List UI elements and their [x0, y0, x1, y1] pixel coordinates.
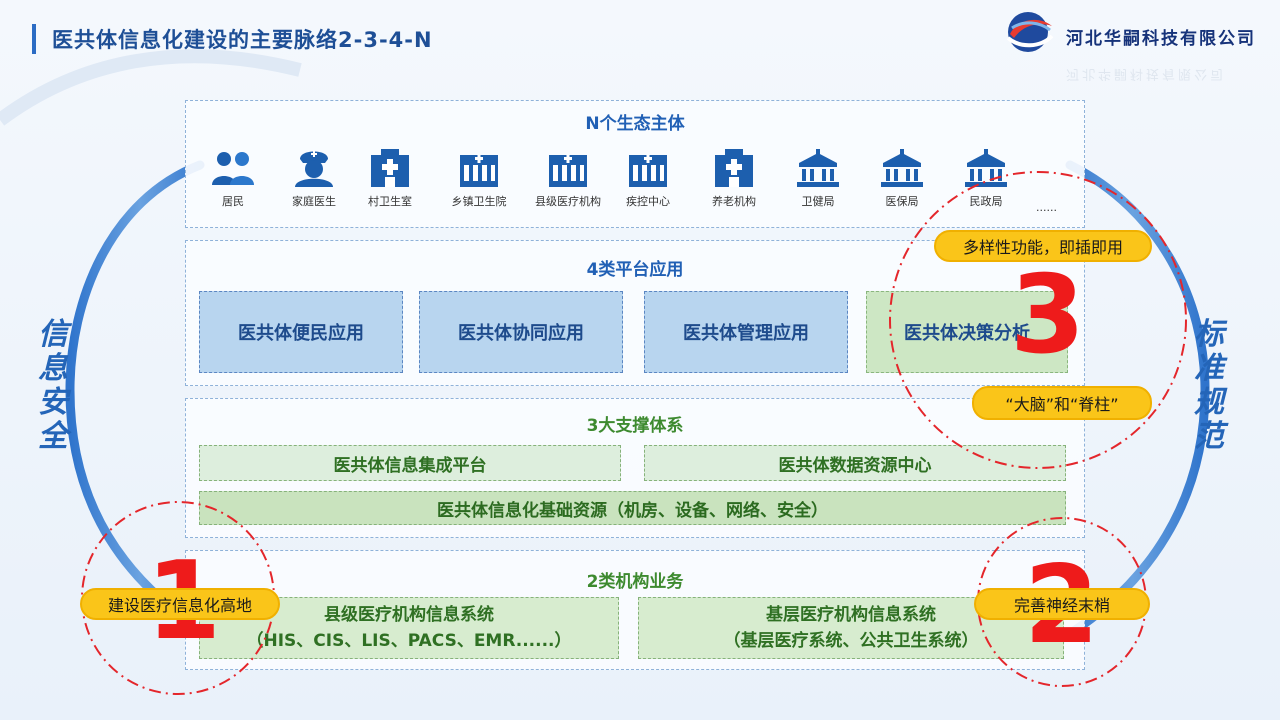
app-management: 医共体管理应用 — [644, 291, 848, 373]
data-resource-center: 医共体数据资源中心 — [644, 445, 1066, 481]
app-convenience: 医共体便民应用 — [199, 291, 403, 373]
entity-label: 民政局 — [969, 195, 1003, 208]
county-info-system-title: 县级医疗机构信息系统 — [324, 605, 494, 625]
entity-label: 医保局 — [885, 195, 919, 208]
entity-label: 家庭医生 — [292, 195, 336, 208]
support-systems-layer: 3大支撑体系 医共体信息集成平台 医共体数据资源中心 医共体信息化基础资源（机房… — [185, 398, 1085, 538]
hospital-icon — [549, 155, 587, 187]
platform-apps-title: 4类平台应用 — [586, 260, 684, 280]
entity-residents: 居民 — [193, 149, 273, 209]
callout-3-top-pill: 多样性功能，即插即用 — [934, 230, 1152, 262]
platform-apps-layer: 4类平台应用 医共体便民应用 医共体协同应用 医共体管理应用 医共体决策分析 — [185, 240, 1085, 386]
government-icon — [797, 149, 839, 187]
infrastructure-resources: 医共体信息化基础资源（机房、设备、网络、安全） — [199, 491, 1066, 525]
government-icon — [965, 149, 1007, 187]
ecosystem-layer: N个生态主体 居民 家庭医生 村卫生室 — [185, 100, 1085, 228]
hospital-icon — [460, 155, 498, 187]
entity-more-ellipsis: ...... — [1036, 201, 1057, 214]
base-info-system-title: 基层医疗机构信息系统 — [766, 605, 936, 625]
county-info-system-sub: （HIS、CIS、LIS、PACS、EMR......） — [246, 631, 572, 651]
entity-civil-affairs-bureau: 民政局 — [946, 149, 1026, 209]
entity-village-clinic: 村卫生室 — [350, 149, 430, 209]
support-systems-title: 3大支撑体系 — [586, 416, 684, 436]
clinic-icon — [715, 149, 753, 187]
title-accent-bar — [32, 24, 36, 54]
entity-family-doctor: 家庭医生 — [274, 149, 354, 209]
base-info-system-sub: （基层医疗系统、公共卫生系统） — [723, 631, 979, 651]
callout-circle-3 — [889, 171, 1187, 469]
app-decision-analysis: 医共体决策分析 — [866, 291, 1068, 373]
left-side-text: 信息安全 — [38, 317, 68, 454]
callout-3-number: 3 — [1010, 253, 1086, 378]
clinic-icon — [371, 149, 409, 187]
institution-business-title: 2类机构业务 — [586, 572, 684, 592]
app-collaboration: 医共体协同应用 — [419, 291, 623, 373]
entity-county-hospital: 县级医疗机构 — [528, 149, 608, 209]
entity-insurance-bureau: 医保局 — [862, 149, 942, 209]
entity-label: 卫健局 — [801, 195, 835, 208]
right-side-label: 标准规范 — [1192, 318, 1232, 454]
entity-health-bureau: 卫健局 — [778, 149, 858, 209]
entity-label: 养老机构 — [712, 195, 756, 208]
callout-1-pill: 建设医疗信息化高地 — [80, 588, 280, 620]
company-logo-icon — [1006, 12, 1054, 52]
left-side-label: 信息安全 — [36, 318, 76, 454]
entity-township-hospital: 乡镇卫生院 — [439, 149, 519, 209]
integration-platform: 医共体信息集成平台 — [199, 445, 621, 481]
entity-label: 疾控中心 — [626, 195, 670, 208]
hospital-icon — [629, 155, 667, 187]
page-title: 医共体信息化建设的主要脉络2-3-4-N — [52, 28, 433, 52]
entity-label: 村卫生室 — [368, 195, 412, 208]
entity-label: 居民 — [222, 195, 244, 208]
entity-label: 乡镇卫生院 — [451, 195, 507, 208]
entity-cdc: 疾控中心 — [608, 149, 688, 209]
callout-2-pill: 完善神经末梢 — [974, 588, 1150, 620]
nurse-icon — [295, 151, 333, 187]
company-name: 河北华嗣科技有限公司 — [1066, 29, 1256, 49]
entity-elderly-care: 养老机构 — [694, 149, 774, 209]
entity-label: 县级医疗机构 — [535, 195, 601, 208]
residents-icon — [212, 152, 254, 185]
right-side-text: 标准规范 — [1194, 317, 1224, 454]
ecosystem-layer-title: N个生态主体 — [585, 114, 685, 134]
callout-3-bottom-pill: “大脑”和“脊柱” — [972, 386, 1152, 420]
government-icon — [881, 149, 923, 187]
